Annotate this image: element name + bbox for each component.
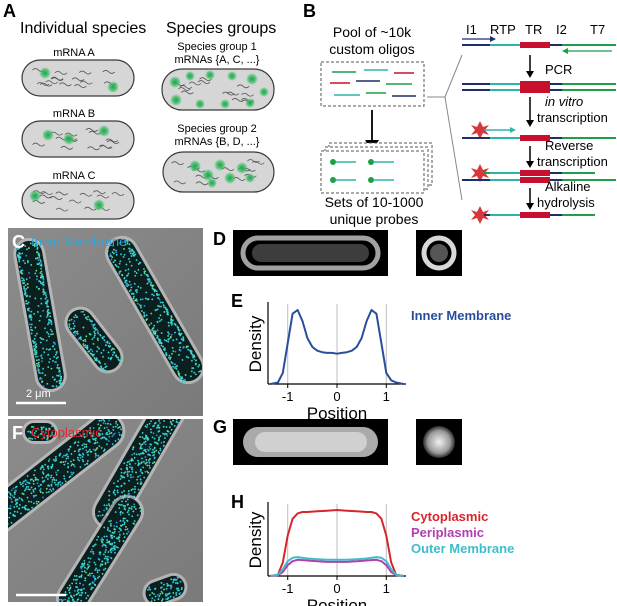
y-axis-label: Density [246,511,265,568]
step-rt-2: transcription [537,154,608,169]
sets-line-1: Sets of 10-1000 [325,194,424,210]
species-groups-title: Species groups [166,20,276,37]
x-tick-label: 1 [383,581,390,596]
bacterium-cell [13,237,67,393]
group-name: Species group 1 [177,41,257,53]
individual-species-title: Individual species [20,20,146,37]
x-tick-label: 0 [333,389,340,404]
step-ivt-italic: in vitro [545,94,583,109]
construct-rt-product [462,164,616,183]
series-line-cytoplasmic [270,509,404,577]
panel-letter-c: C [12,232,25,252]
group-mrnas: mRNAs {A, C, ...} [175,54,260,66]
x-axis-label: Position [307,404,367,423]
pool-line-2: custom oligos [329,41,415,57]
average-cell-image-g [233,419,388,465]
bracket-top [427,54,463,98]
oligo-pool-box [320,61,425,107]
legend-outer-membrane: Outer Membrane [411,541,514,556]
series-line-inner-membrane [270,309,404,385]
sets-line-2: unique probes [330,211,419,227]
pool-line-1: Pool of ~10k [333,24,412,40]
micrograph-cytoplasmic [8,419,203,602]
bacterium-cell [55,494,145,602]
panel-letter-h: H [231,492,244,512]
x-axis-label: Position [307,596,367,606]
label-i2: I2 [556,22,567,37]
bacterium-cell [142,572,188,602]
x-tick-label: -1 [282,389,294,404]
micrograph-inner-membrane: 2 μm [8,228,203,416]
label-tr: TR [525,22,542,37]
group-mrnas: mRNAs {B, D, ...} [175,136,260,148]
panel-c-title: Inner Membrane [31,234,126,249]
oligo-pool-lines [330,69,416,97]
panel-letter-g: G [213,417,227,437]
bacterium-cell [8,419,126,539]
label-i1: I1 [466,22,477,37]
step-alkaline-2: hydrolysis [537,195,595,210]
scalebar-label: 2 μm [26,388,51,400]
cross-section-image-g [416,419,462,465]
series-line-periplasmic [270,558,404,577]
x-tick-label: 0 [333,581,340,596]
bacterium-cell [22,420,58,444]
cell-mrna-c: mRNA C [21,170,135,220]
series-line-outer-membrane [270,556,404,577]
species-group-2: Species group 2 mRNAs {B, D, ...} [162,123,275,193]
bacterium-cell [64,306,124,374]
panel-letter-f: F [12,423,23,443]
legend-cytoplasmic: Cytoplasmic [411,509,488,524]
cell-label: mRNA B [53,108,95,120]
legend-periplasmic: Periplasmic [411,525,484,540]
panel-letter-d: D [213,229,226,249]
step-ivt: transcription [537,110,608,125]
species-group-1: Species group 1 mRNAs {A, C, ...} [161,41,275,111]
cell-mrna-b: mRNA B [21,108,135,158]
panel-f-title: Cytoplasmic [31,425,102,440]
average-cell-image-d [233,230,388,276]
panel-letter-b: B [303,1,316,21]
legend-inner-membrane: Inner Membrane [411,308,511,323]
probe-sets-stack [320,142,433,194]
cell-mrna-a: mRNA A [21,47,135,97]
x-tick-label: 1 [383,389,390,404]
step-alkaline-1: Alkaline [545,179,591,194]
cross-section-image-d [416,230,462,276]
step-pcr: PCR [545,62,572,77]
cell-label: mRNA C [53,170,96,182]
label-t7: T7 [590,22,605,37]
construct-pcr-product [462,81,616,93]
step-rt-1: Reverse [545,138,593,153]
panel-letter-a: A [3,1,16,21]
cell-label: mRNA A [53,47,95,59]
construct-final-probe [471,206,595,224]
panel-letter-e: E [231,291,243,311]
x-tick-label: -1 [282,581,294,596]
bacterium-cell [105,235,203,385]
group-name: Species group 2 [177,123,257,135]
y-axis-label: Density [246,315,265,372]
construct-template [462,36,616,54]
construct-rna [462,121,616,141]
bracket-bottom [444,96,463,201]
label-rtp: RTP [490,22,516,37]
